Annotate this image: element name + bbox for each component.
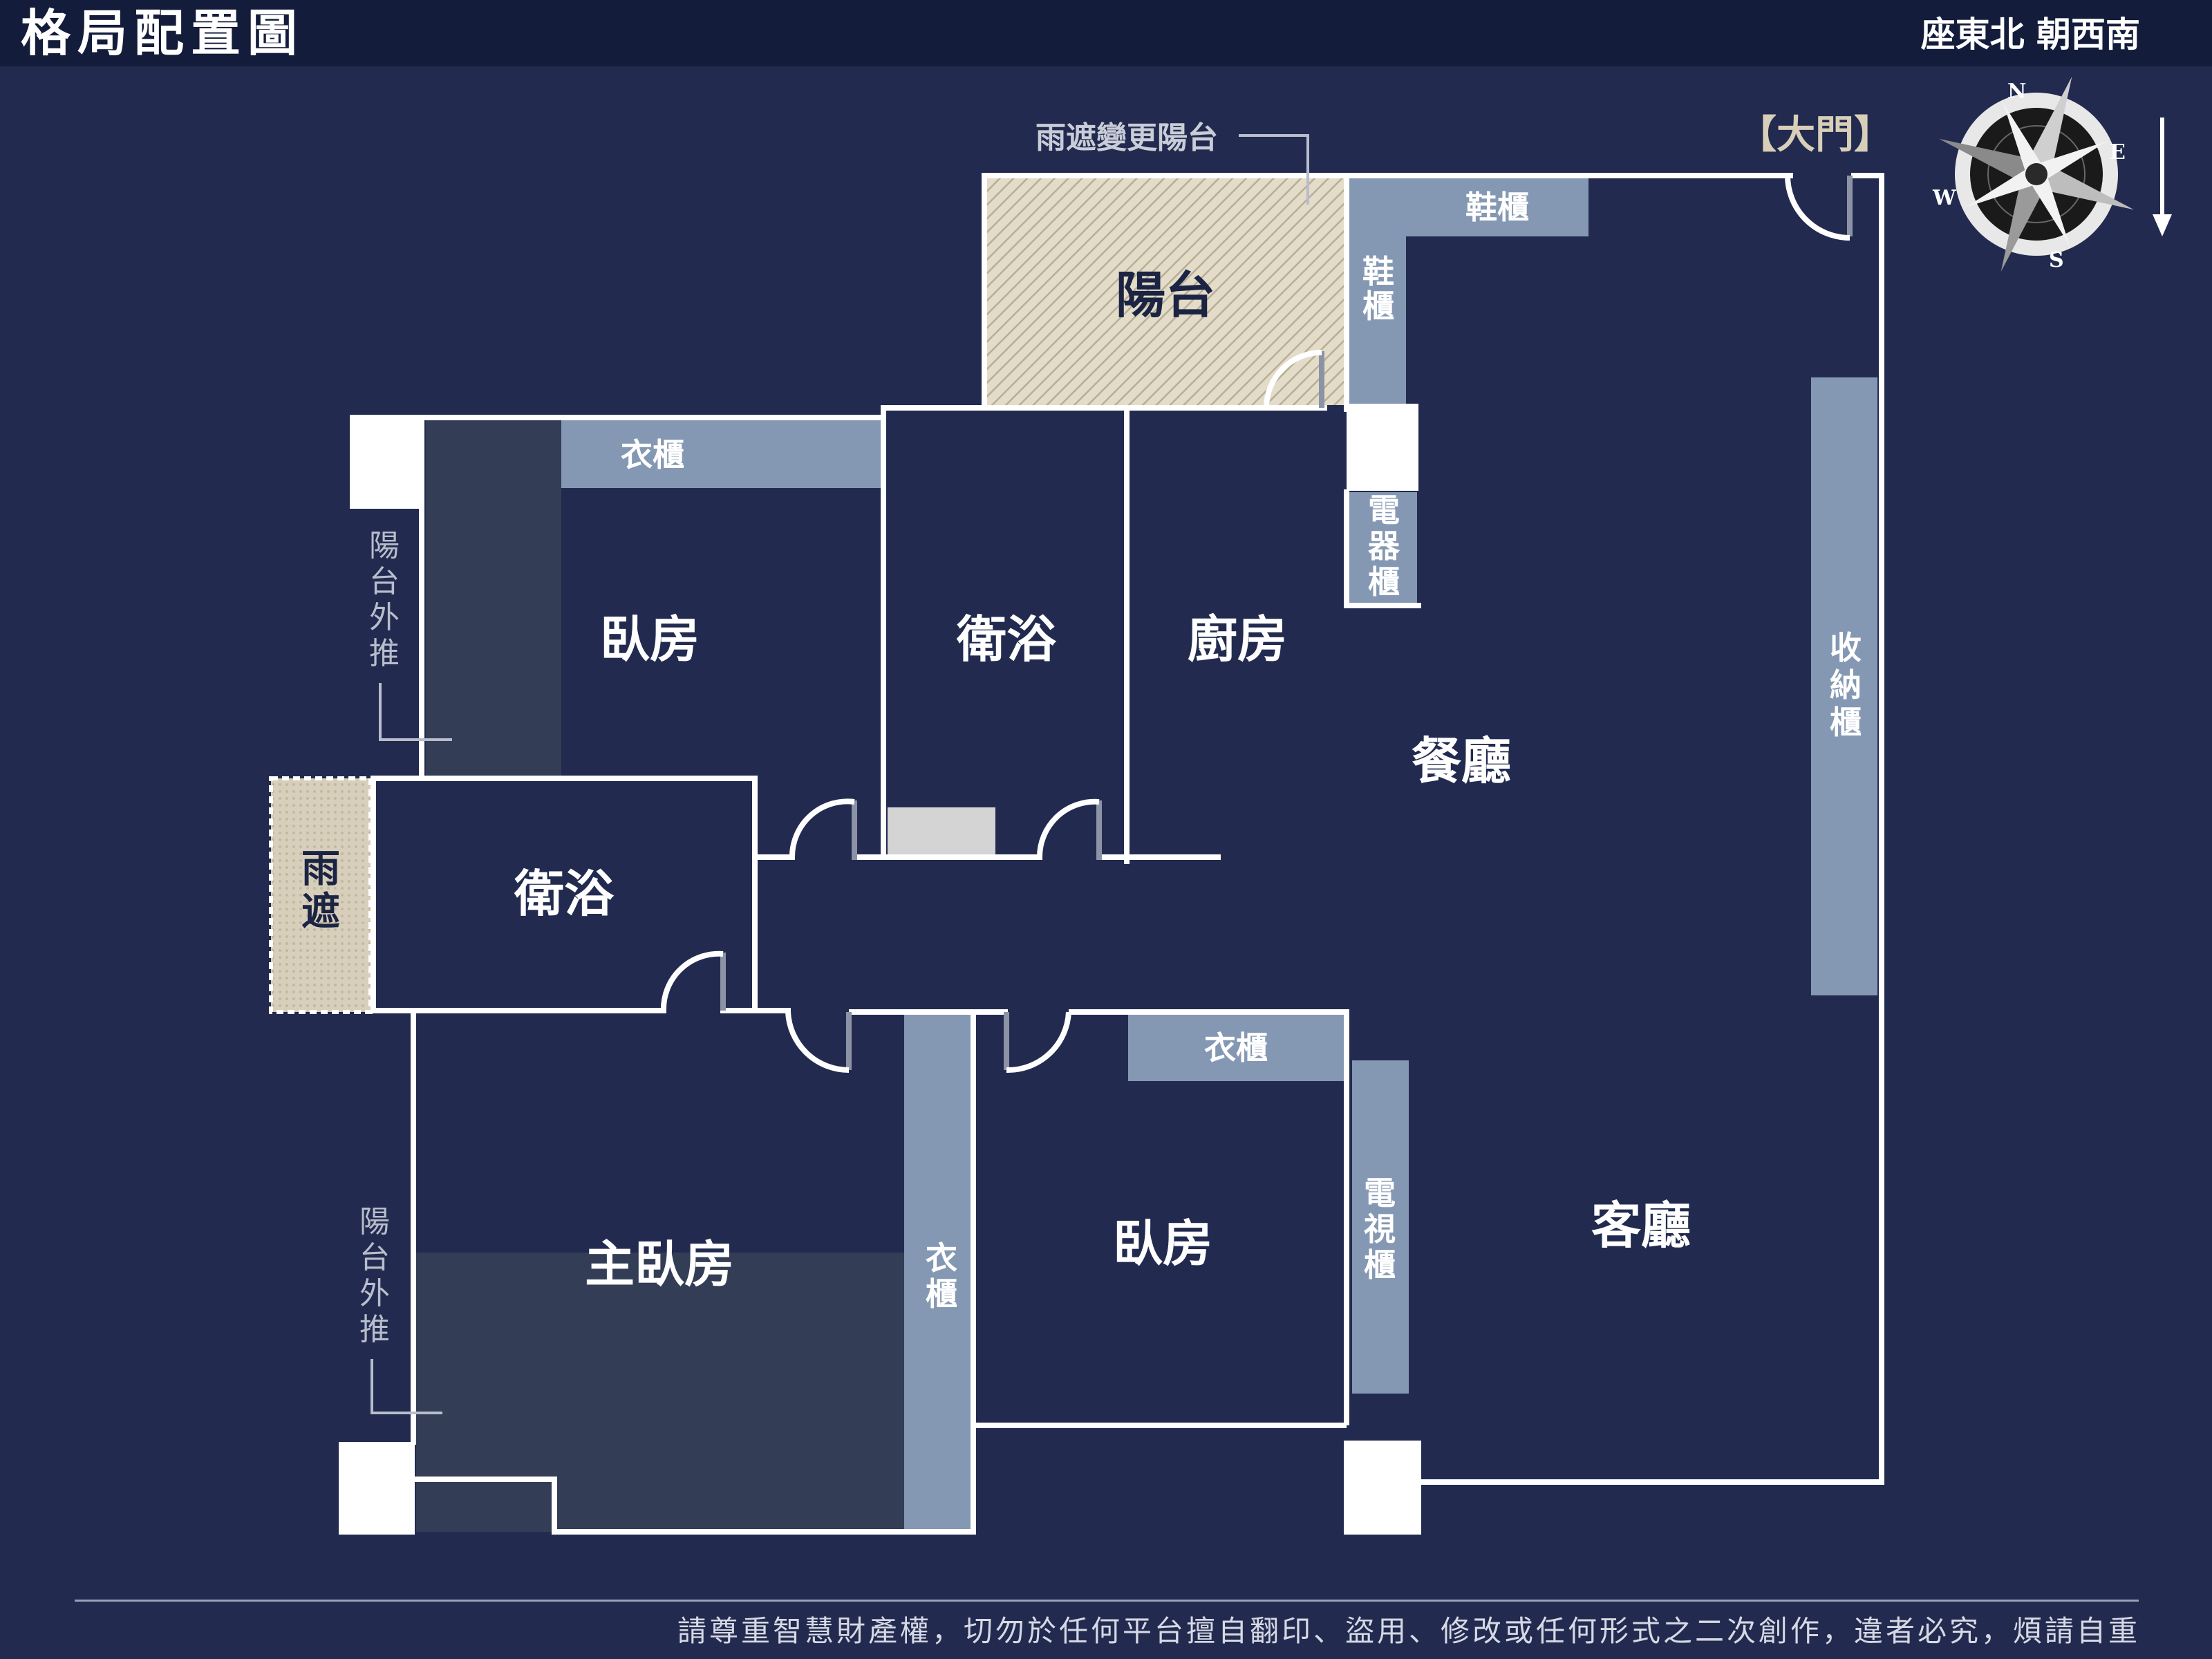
column xyxy=(339,1442,415,1535)
door-label: 【大門】 xyxy=(1738,113,1893,156)
entrance-arrow xyxy=(2153,118,2172,236)
compass-e: E xyxy=(2110,140,2126,165)
column xyxy=(1347,404,1418,491)
room-rain-cover: 雨遮 xyxy=(301,847,340,933)
cabinet-storage: 收納櫃 xyxy=(1830,630,1862,740)
cabinet-shoe-v: 鞋櫃 xyxy=(1362,254,1394,324)
leader-lines xyxy=(371,134,1309,1414)
label-balcony-push-1: 陽台外推 xyxy=(369,529,400,671)
wardrobe-top xyxy=(561,420,881,488)
page-title: 格局配置圖 xyxy=(21,4,305,62)
room-bedroom-1: 臥房 xyxy=(600,612,700,668)
compass-s: S xyxy=(2049,248,2064,272)
room-dining: 餐廳 xyxy=(1412,734,1511,789)
room-balcony-top: 陽台 xyxy=(1116,268,1215,324)
room-bath-2: 衛浴 xyxy=(514,867,615,922)
walls xyxy=(371,173,1884,1535)
bath-fixture xyxy=(888,807,995,857)
compass-n: N xyxy=(2007,79,2026,104)
cabinet-shoe-h: 鞋櫃 xyxy=(1465,189,1529,225)
column xyxy=(1344,1441,1421,1535)
cabinet-wardrobe-mid: 衣櫃 xyxy=(1204,1030,1268,1066)
wardrobe-mid xyxy=(1128,1015,1344,1081)
cabinet-appliance: 電器櫃 xyxy=(1368,492,1400,600)
balcony-push-shade-2 xyxy=(416,1253,904,1532)
compass-icon xyxy=(1939,77,2134,272)
balcony-push-shade-1 xyxy=(426,420,561,777)
appliance-cabinet xyxy=(1349,492,1417,604)
room-bath-1: 衛浴 xyxy=(956,612,1057,668)
cabinet-wardrobe-v: 衣櫃 xyxy=(926,1240,957,1312)
wardrobe-v xyxy=(904,1013,972,1533)
cabinet-wardrobe-top: 衣櫃 xyxy=(621,437,684,473)
room-living: 客廳 xyxy=(1591,1199,1691,1254)
compass-w: W xyxy=(1932,186,1957,210)
rain-cover-change-label: 雨遮變更陽台 xyxy=(1035,121,1218,155)
column xyxy=(350,415,424,509)
copyright-notice: 請尊重智慧財產權，切勿於任何平台擅自翻印、盜用、修改或任何形式之二次創作，違者必… xyxy=(677,1614,2140,1648)
header-bar xyxy=(0,0,2212,66)
room-master-bedroom: 主臥房 xyxy=(585,1237,734,1293)
door-swings xyxy=(660,175,1850,1074)
shoe-cabinet-h xyxy=(1406,178,1588,236)
tv-cabinet xyxy=(1352,1060,1409,1394)
shoe-cabinet-v xyxy=(1349,178,1406,404)
rain-cover-area xyxy=(269,776,373,1014)
storage-cabinet xyxy=(1811,377,1877,995)
footer-divider xyxy=(75,1600,2139,1602)
cabinet-tv: 電視櫃 xyxy=(1364,1175,1396,1283)
label-balcony-push-2: 陽台外推 xyxy=(359,1205,390,1347)
room-kitchen: 廚房 xyxy=(1188,612,1287,668)
orientation-label: 座東北 朝西南 xyxy=(1920,15,2140,55)
room-bedroom-2: 臥房 xyxy=(1113,1217,1212,1272)
door-posts xyxy=(720,176,1853,1070)
